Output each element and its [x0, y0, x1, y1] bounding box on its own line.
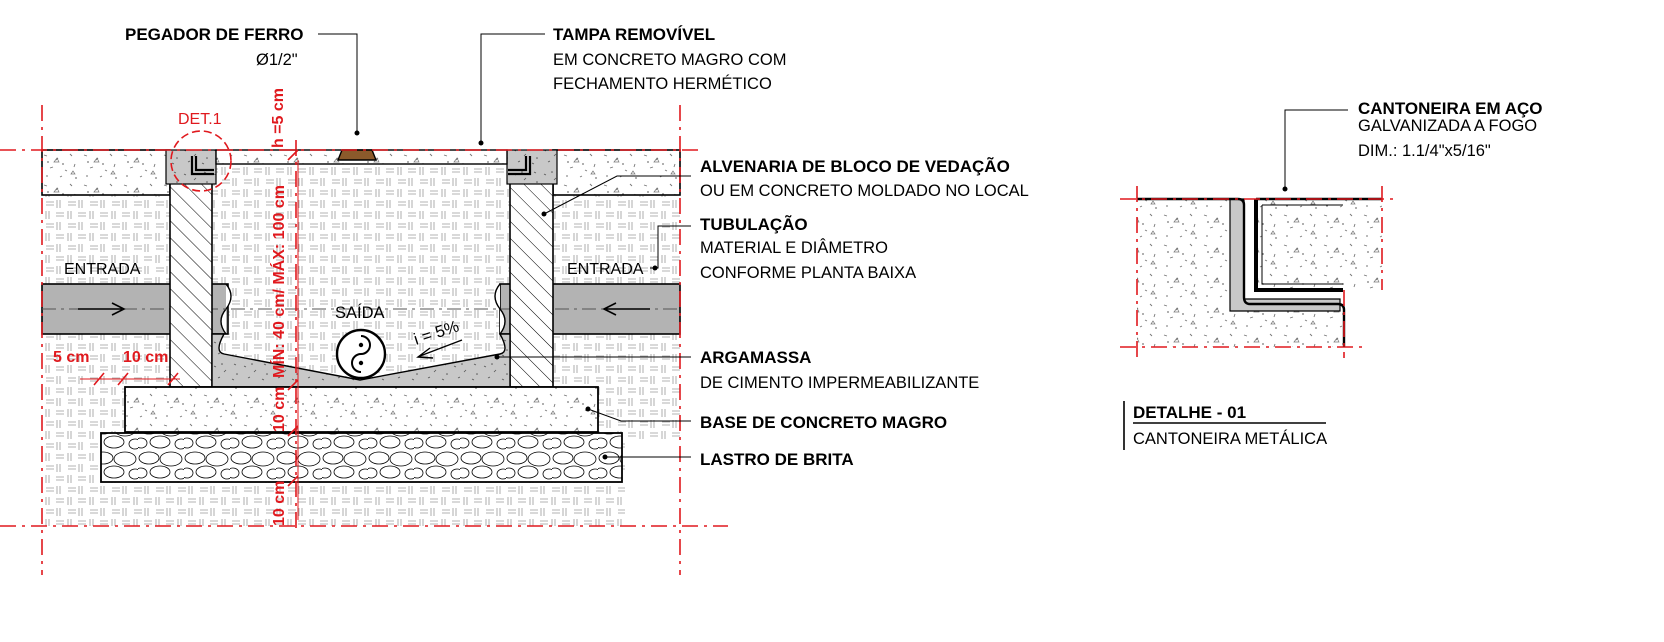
soil-clear-lower-right [625, 440, 685, 530]
section-view: PEGADOR DE FERRO Ø1/2" TAMPA REMOVÍVEL E… [0, 25, 1029, 575]
lastro-title: LASTRO DE BRITA [700, 450, 854, 469]
alvenaria-title: ALVENARIA DE BLOCO DE VEDAÇÃO [700, 156, 1010, 176]
cantoneira-line1: GALVANIZADA A FOGO [1358, 117, 1537, 135]
outlet-pipe-symbol [351, 335, 371, 373]
wall-right [509, 182, 554, 388]
detail-steel-angle [1254, 199, 1343, 292]
tubulacao-line2: CONFORME PLANTA BAIXA [700, 264, 916, 282]
leader-pegador [318, 33, 358, 132]
detail-subtitle: CANTONEIRA METÁLICA [1133, 429, 1327, 448]
mortar-rim-right [506, 149, 558, 185]
argamassa-title: ARGAMASSA [700, 348, 811, 367]
tampa-title: TAMPA REMOVÍVEL [553, 25, 715, 44]
entrada-right-label: ENTRADA [567, 261, 644, 278]
concrete-base [124, 386, 599, 433]
leader-base [587, 408, 691, 422]
angle-right [508, 156, 532, 176]
surface-slab-left [41, 149, 171, 196]
cover-handle [336, 149, 378, 161]
detail-title-bracket [1123, 401, 1326, 450]
base-dimension: 10 cm [271, 387, 288, 432]
tampa-line2: FECHAMENTO HERMÉTICO [553, 74, 772, 93]
detail-steel-angle-inner [1261, 204, 1343, 285]
detail-ref-circle [170, 130, 232, 192]
slope-arrow [416, 339, 463, 359]
tubulacao-line1: MATERIAL E DIÂMETRO [700, 238, 888, 257]
dim-10cm: 10 cm [123, 349, 168, 366]
base-title: BASE DE CONCRETO MAGRO [700, 413, 947, 432]
wall-left [169, 182, 213, 388]
surface-slab-right [552, 149, 681, 196]
depth-dimension: MÍN: 40 cm/ MÁX: 100 cm [269, 185, 288, 378]
detail-concrete-right [1256, 199, 1382, 289]
alvenaria-sub: OU EM CONCRETO MOLDADO NO LOCAL [700, 182, 1029, 200]
cantoneira-dim: DIM.: 1.1/4"x5/16" [1358, 142, 1491, 160]
tampa-line1: EM CONCRETO MAGRO COM [553, 51, 786, 69]
pipe-right-cut [494, 283, 506, 335]
flow-arrow-right [602, 302, 650, 316]
tubulacao-title: TUBULAÇÃO [700, 214, 808, 234]
dim-5cm: 5 cm [53, 349, 89, 366]
leader-tampa [480, 33, 545, 142]
pegador-title: PEGADOR DE FERRO [125, 25, 304, 44]
saida-label: SAÍDA [335, 303, 385, 322]
gravel-bed [100, 432, 623, 483]
detail-view: CANTONEIRA EM AÇO GALVANIZADA A FOGO DIM… [1120, 99, 1543, 450]
detail-concrete-lower [1238, 307, 1344, 347]
flow-arrow-left [78, 302, 126, 316]
leader-cantoneira [1284, 109, 1348, 188]
detail-title: DETALHE - 01 [1133, 403, 1246, 422]
det-ref-label: DET.1 [178, 111, 222, 128]
mortar-floor [211, 333, 511, 388]
pegador-dim: Ø1/2" [256, 51, 298, 69]
h-dimension: h =5 cm [270, 88, 287, 148]
entrada-left-label: ENTRADA [64, 261, 141, 278]
brita-dimension: 10 cm [271, 481, 288, 526]
angle-left [190, 156, 214, 176]
detail-concrete-left [1137, 199, 1238, 347]
leader-alvenaria [543, 175, 691, 215]
argamassa-sub: DE CIMENTO IMPERMEABILIZANTE [700, 374, 979, 392]
cantoneira-title: CANTONEIRA EM AÇO [1358, 99, 1543, 118]
